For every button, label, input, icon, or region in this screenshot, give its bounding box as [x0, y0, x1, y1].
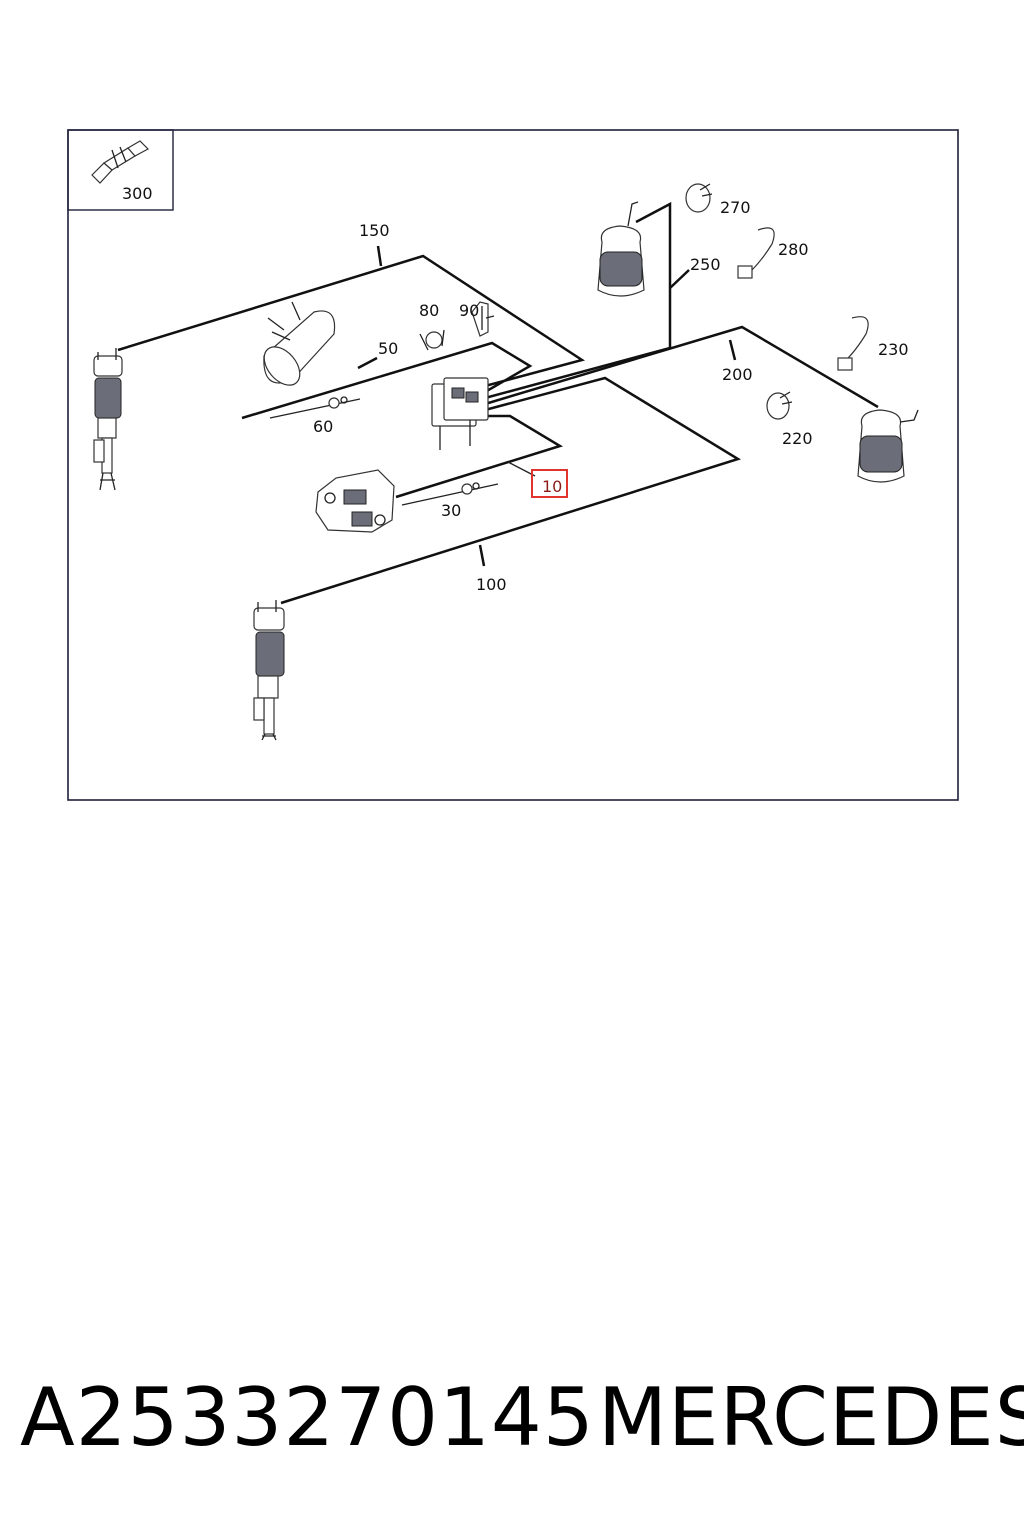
callout-100[interactable]: 100 — [476, 575, 507, 594]
rear-air-spring-right-icon[interactable] — [857, 409, 919, 483]
callout-80[interactable]: 80 — [419, 301, 439, 320]
clamp-280-icon[interactable] — [737, 227, 775, 279]
callout-270[interactable]: 270 — [720, 198, 751, 217]
callout-250[interactable]: 250 — [690, 255, 721, 274]
rear-air-spring-left-icon[interactable] — [597, 201, 645, 297]
clip-80-icon[interactable] — [419, 329, 445, 351]
mount-270-icon[interactable] — [685, 183, 713, 213]
leader-lines — [117, 201, 879, 605]
callout-280[interactable]: 280 — [778, 240, 809, 259]
brand-label: MERCEDES — [598, 1371, 1024, 1464]
highlight-box-10 — [531, 469, 568, 498]
caption-bar: A2533270145 MERCEDES — [0, 1368, 1024, 1478]
callout-220[interactable]: 220 — [782, 429, 813, 448]
callout-30[interactable]: 30 — [441, 501, 461, 520]
sensor-60-icon[interactable] — [328, 396, 348, 409]
air-reservoir-icon[interactable] — [257, 301, 336, 392]
fitting-300-icon[interactable] — [91, 140, 149, 184]
callout-230[interactable]: 230 — [878, 340, 909, 359]
callout-200[interactable]: 200 — [722, 365, 753, 384]
clamp-230-icon[interactable] — [837, 316, 869, 371]
diagram-frame — [67, 129, 959, 801]
front-left-strut-lower-icon[interactable] — [253, 600, 285, 741]
callout-90[interactable]: 90 — [459, 301, 479, 320]
parts-diagram: 300 50 — [67, 129, 959, 801]
callout-10[interactable]: 10 — [542, 477, 562, 496]
callout-300[interactable]: 300 — [122, 184, 153, 203]
callout-60[interactable]: 60 — [313, 417, 333, 436]
front-left-strut-upper-icon[interactable] — [93, 348, 123, 491]
valve-block-icon[interactable] — [431, 377, 489, 450]
mount-220-icon[interactable] — [766, 391, 793, 420]
callout-50[interactable]: 50 — [378, 339, 398, 358]
inset-box-300 — [67, 129, 174, 211]
bracket-90-icon[interactable] — [471, 301, 495, 337]
callout-150[interactable]: 150 — [359, 221, 390, 240]
compressor-10-icon[interactable] — [315, 469, 395, 533]
sensor-30-icon[interactable] — [461, 482, 480, 495]
part-number-label: A2533270145 — [20, 1371, 595, 1464]
